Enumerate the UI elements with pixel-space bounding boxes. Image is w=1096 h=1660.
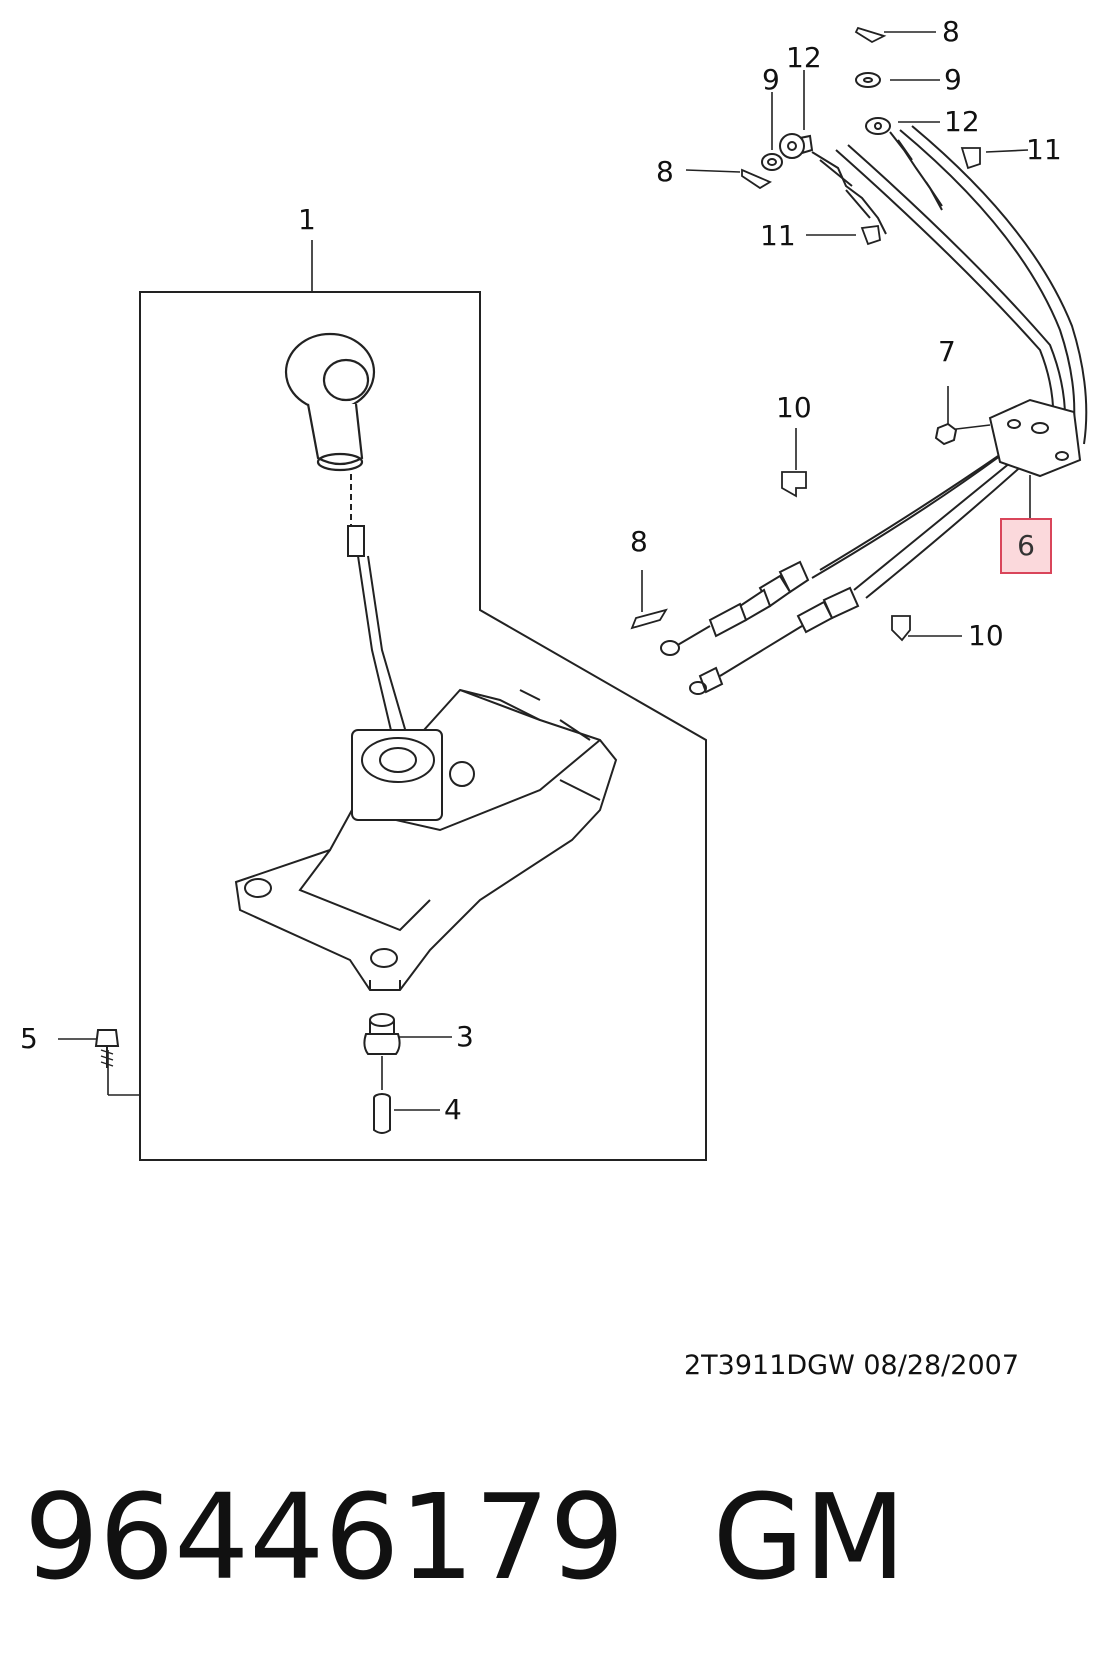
leader-lines — [58, 31, 1031, 1111]
callout-shifter-assembly: 1 — [298, 203, 316, 236]
upper-cable-ends-drawing — [779, 117, 943, 235]
bushing-drawing — [363, 1013, 401, 1055]
shift-knob-drawing — [284, 332, 376, 472]
callout-retainer-left: 11 — [760, 219, 796, 252]
callout-nut: 7 — [938, 335, 956, 368]
nut-drawing — [934, 422, 958, 446]
callout-retainer-middle-upper: 10 — [776, 391, 812, 424]
callout-eye-end-left: 12 — [786, 41, 822, 74]
washer-drawings — [761, 72, 881, 171]
callout-clip-pin-upper: 8 — [942, 15, 960, 48]
shift-lever-drawing — [347, 474, 415, 761]
callout-sleeve: 4 — [444, 1093, 462, 1126]
callout-clip-pin-left: 8 — [656, 155, 674, 188]
clip-pin-drawings — [630, 26, 887, 630]
callout-eye-end-upper: 12 — [944, 105, 980, 138]
lower-cable-ends-drawing — [660, 560, 860, 695]
bolt-drawing — [94, 1029, 120, 1068]
assembly-frame — [139, 291, 707, 1161]
callout-retainer-lower-right: 10 — [968, 619, 1004, 652]
brand-name: GM — [712, 1468, 906, 1606]
callout-washer-upper: 9 — [944, 63, 962, 96]
sleeve-drawing — [373, 1093, 391, 1134]
callout-retainer-upper-right: 11 — [1026, 133, 1062, 166]
callout-washer-left: 9 — [762, 63, 780, 96]
retainer-drawings — [781, 147, 981, 642]
callout-bolt: 5 — [20, 1022, 38, 1055]
part-number: 96446179 — [24, 1468, 625, 1606]
shifter-base-drawing — [234, 688, 618, 991]
callout-clip-pin-middle: 8 — [630, 525, 648, 558]
callout-bushing: 3 — [456, 1020, 474, 1053]
callout-cable-assembly-highlighted: 6 — [1000, 518, 1052, 574]
cable-bracket-drawing — [988, 398, 1082, 478]
drawing-reference: 2T3911DGW 08/28/2007 — [684, 1350, 1019, 1381]
